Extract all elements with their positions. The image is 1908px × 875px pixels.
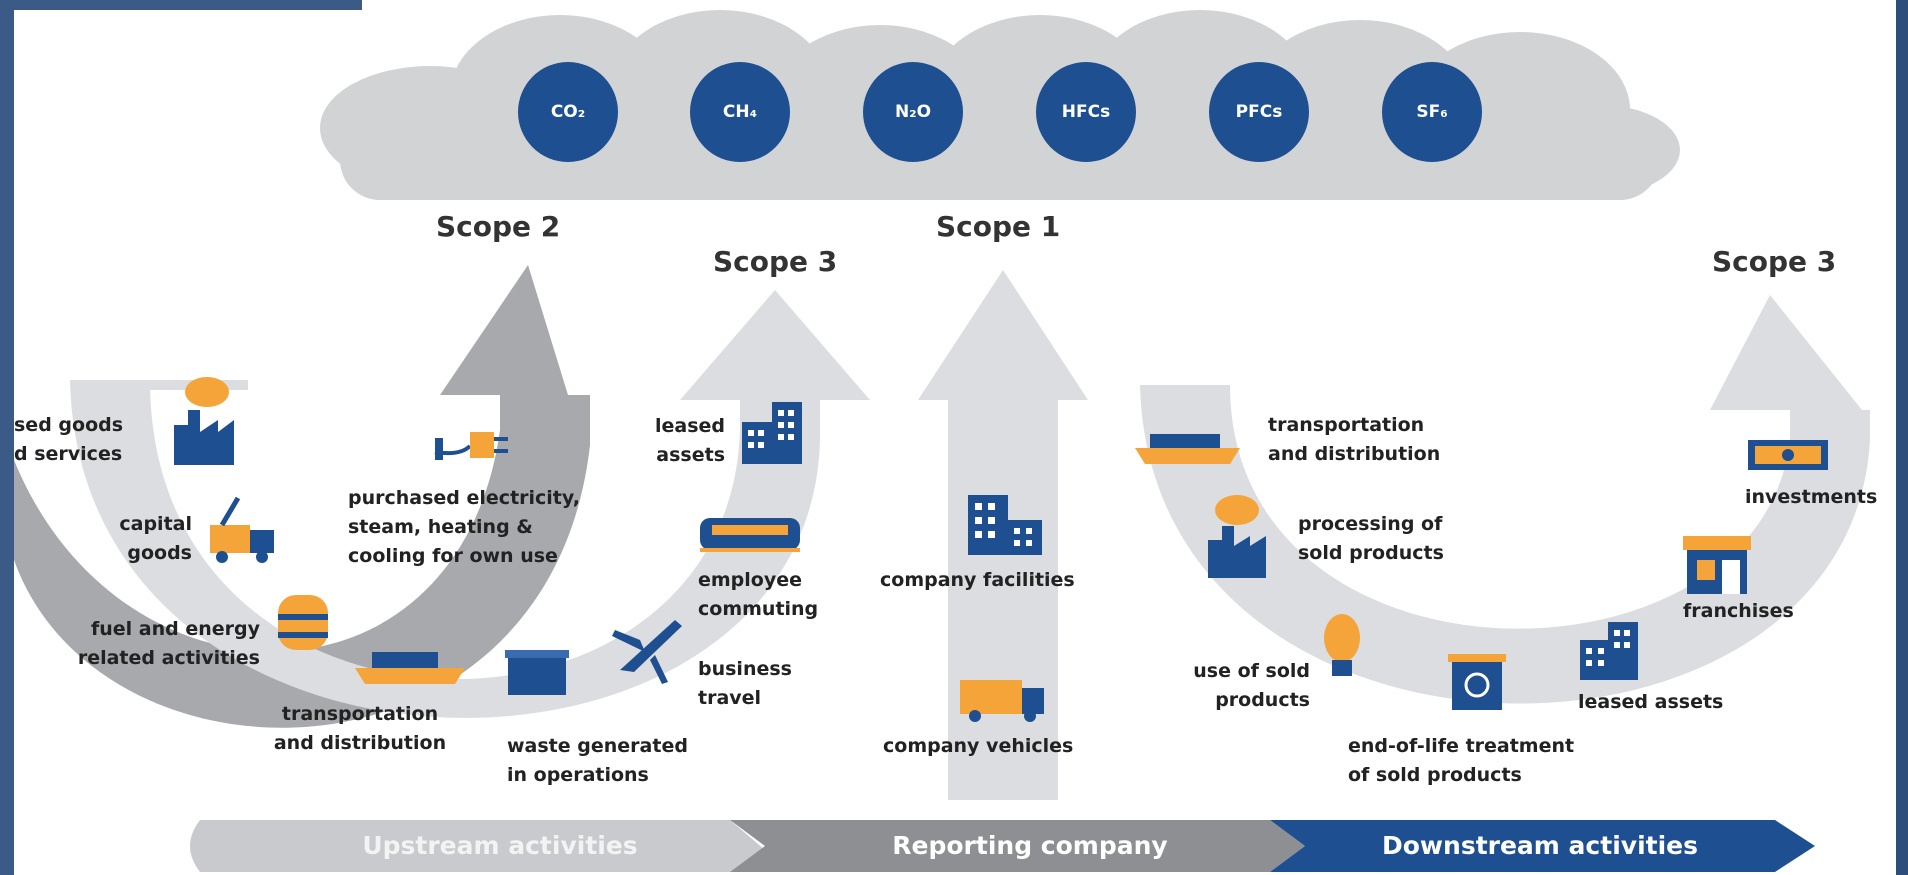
gas-circle-co2 [518,62,618,162]
gas-circle-ch4 [690,62,790,162]
waste-label: waste generated in operations [507,735,688,786]
corner-decoration [0,0,362,10]
crane-truck-icon [210,496,274,563]
scope3-downstream-title: Scope 3 [1712,245,1837,278]
processing-label: processing of sold products [1298,513,1444,564]
factory-icon [174,377,234,465]
airplane-icon [612,620,682,684]
light-bulb-icon [1324,614,1360,676]
purchased-goods-label: sed goods d services [14,414,124,465]
gas-circle-hfcs [1036,62,1136,162]
downstream-scope3-arrow [1140,295,1870,704]
gas-circle-pfcs [1209,62,1309,162]
processing-factory-icon [1208,495,1266,578]
gas-circle-sf6 [1382,62,1482,162]
downstream-leased-assets-label: leased assets [1578,691,1724,713]
company-truck-icon [960,680,1044,722]
company-vehicles-label: company vehicles [883,735,1074,757]
electricity-label: purchased electricity, steam, heating & … [348,487,581,567]
ship-icon [355,652,465,684]
scope2-title: Scope 2 [436,210,561,243]
plug-icon [434,432,508,460]
gas-label-co2: CO₂ [550,102,586,122]
gas-label-pfcs: PFCs [1235,102,1283,122]
upstream-transport-label: transportation and distribution [273,703,447,754]
train-icon [700,518,800,552]
franchises-label: franchises [1683,600,1794,622]
recycle-bin-icon [1448,654,1506,710]
fuel-tank-icon [278,595,328,650]
scope2-arrow [14,265,590,728]
gas-label-n2o: N₂O [894,102,932,122]
gas-label-ch4: CH₄ [722,102,758,122]
money-icon [1748,440,1828,470]
downstream-band [1270,820,1815,872]
right-edge-decoration [1896,0,1908,875]
building-icon [742,402,802,464]
scope3-upstream-title: Scope 3 [713,245,838,278]
company-building-icon [968,495,1042,555]
downstream-activities-label: Downstream activities [1382,831,1698,860]
downstream-ship-icon [1135,434,1240,464]
downstream-building-icon [1580,622,1638,680]
company-facilities-label: company facilities [880,569,1075,591]
business-travel-label: business travel [698,658,792,709]
reporting-company-label: Reporting company [892,831,1168,860]
gas-circles [518,62,1482,162]
fuel-energy-label: fuel and energy related activities [77,618,260,669]
end-of-life-label: end-of-life treatment of sold products [1348,735,1575,786]
gas-circle-n2o [863,62,963,162]
upstream-scope3-arrow [70,290,870,718]
downstream-transport-label: transportation and distribution [1268,414,1441,465]
scope1-title: Scope 1 [936,210,1061,243]
reporting-band [730,820,1305,872]
gas-label-sf6: SF₆ [1416,102,1448,122]
dumpster-icon [505,650,569,695]
gas-label-hfcs: HFCs [1061,102,1111,122]
storefront-icon [1683,536,1751,594]
left-edge-decoration [0,0,14,875]
use-of-sold-products-label: use of sold products [1193,660,1310,711]
upstream-band [190,820,765,872]
upstream-activities-label: Upstream activities [362,831,638,860]
investments-label: investments [1745,486,1878,508]
capital-goods-label: capital goods [119,513,192,564]
upstream-leased-assets-label: leased assets [654,415,725,466]
employee-commuting-label: employee commuting [698,569,819,620]
